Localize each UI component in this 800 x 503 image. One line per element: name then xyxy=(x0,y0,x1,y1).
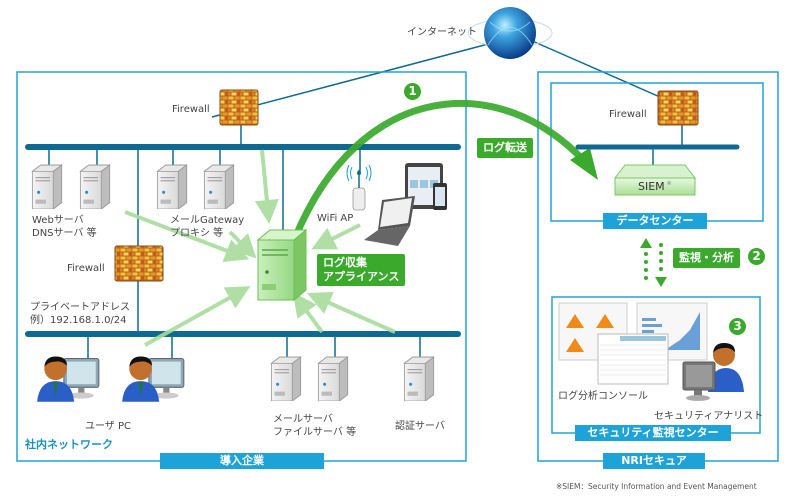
smartphone-icon xyxy=(433,183,447,210)
file-server-text: ファイルサーバ 等 xyxy=(273,427,357,438)
auth-server-icon xyxy=(403,356,435,401)
user-pc-1-icon xyxy=(36,355,100,402)
nri-title-tag: NRIセキュア xyxy=(603,453,705,469)
private-address-label: プライベートアドレス 例）192.168.1.0/24 xyxy=(30,301,130,327)
siem-label: SIEM※ xyxy=(638,180,672,193)
user-pc-label: ユーザ PC xyxy=(85,421,131,432)
log-transfer-tag: ログ転送 xyxy=(477,138,533,158)
mail-server-text: メールサーバ xyxy=(273,414,333,425)
security-analyst-label: セキュリティアナリスト xyxy=(654,411,764,422)
wifi-ap-label: WiFi AP xyxy=(317,213,354,224)
wifi-ap-icon xyxy=(346,164,372,211)
internet-link-nri xyxy=(529,39,661,98)
mail-server-icon xyxy=(270,356,302,401)
datacenter-frame xyxy=(550,82,764,222)
step-3-badge: 3 xyxy=(729,318,746,335)
private-address-example: 例）192.168.1.0/24 xyxy=(30,315,127,326)
company-title-tag: 導入企業 xyxy=(160,453,324,469)
monitor-dotted-arrows xyxy=(640,238,667,287)
siem-text: SIEM xyxy=(638,180,665,193)
laptop-icon xyxy=(364,196,415,246)
soc-title-tag: セキュリティ監視センター xyxy=(575,425,731,441)
console-chart-2-icon xyxy=(636,302,708,361)
internet-label: インターネット xyxy=(407,27,477,38)
dns-server-icon xyxy=(79,164,111,209)
private-address-title: プライベートアドレス xyxy=(30,302,130,313)
proxy-text: プロキシ 等 xyxy=(170,228,224,239)
log-transfer-arrow xyxy=(291,100,588,240)
step-1-badge: 1 xyxy=(404,83,421,100)
proxy-server-icon xyxy=(203,164,235,209)
internal-network-label: 社内ネットワーク xyxy=(25,438,113,451)
soc-frame xyxy=(551,296,761,434)
firewall-top-icon xyxy=(219,89,259,126)
firewall-inner-label: Firewall xyxy=(67,263,105,274)
siem-footnote-mark: ※ xyxy=(666,180,672,187)
siem-appliance-icon xyxy=(613,164,697,196)
console-table-icon xyxy=(597,333,669,385)
web-server-text: Webサーバ xyxy=(32,215,84,226)
mail-gateway-text: メールGateway xyxy=(170,215,245,226)
mail-gateway-icon xyxy=(156,164,188,209)
mail-gateway-label: メールGateway プロキシ 等 xyxy=(170,214,244,240)
firewall-datacenter-icon xyxy=(657,90,699,126)
firewall-inner-icon xyxy=(114,245,164,282)
appliance-title-line2: アプライアンス xyxy=(323,270,400,283)
firewall-top-label: Firewall xyxy=(172,104,210,115)
dns-server-text: DNSサーバ 等 xyxy=(32,228,97,239)
web-server-icon xyxy=(31,164,63,209)
lower-bus-drops xyxy=(87,334,421,358)
step-2-badge: 2 xyxy=(748,248,765,265)
web-servers-label: Webサーバ DNSサーバ 等 xyxy=(32,214,97,240)
log-console-label: ログ分析コンソール xyxy=(558,391,648,402)
internet-globe-icon xyxy=(467,7,553,59)
firewall-datacenter-label: Firewall xyxy=(609,109,647,120)
upper-bus-drops xyxy=(48,125,361,334)
log-appliance-tag: ログ収集 アプライアンス xyxy=(317,254,406,286)
log-transfer-arrowhead xyxy=(570,148,598,180)
user-pc-2-icon xyxy=(121,355,185,402)
log-flow-arrows xyxy=(124,149,396,347)
nri-frame xyxy=(537,71,779,462)
company-frame xyxy=(16,71,467,462)
datacenter-title-tag: データセンター xyxy=(603,213,707,229)
appliance-title-line1: ログ収集 xyxy=(323,256,367,269)
log-appliance-icon xyxy=(256,228,308,302)
file-server-icon xyxy=(317,356,349,401)
auth-server-label: 認証サーバ xyxy=(395,421,445,432)
monitor-analysis-tag: 監視・分析 xyxy=(673,248,740,268)
security-analyst-icon xyxy=(682,343,744,401)
siem-footnote: ※SIEM：Security Information and Event Man… xyxy=(556,482,757,491)
internet-link-company xyxy=(211,42,493,118)
mail-file-servers-label: メールサーバ ファイルサーバ 等 xyxy=(273,413,356,439)
